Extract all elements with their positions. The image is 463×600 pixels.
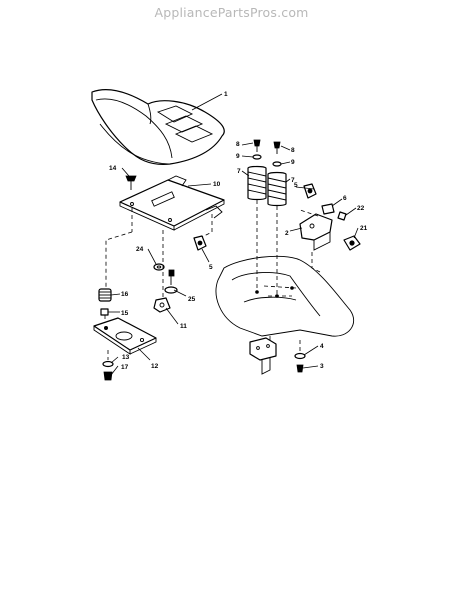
callout-labels: 1 2 3 4 5 5 6 7 7 8 8 9 9 10 11 12 13 14… — [109, 91, 368, 371]
callout-4: 4 — [320, 343, 324, 350]
seat-rail — [93, 317, 157, 381]
seat-hardware — [105, 208, 207, 313]
callout-6: 6 — [343, 195, 347, 202]
callout-5-lower: 5 — [209, 264, 213, 271]
callout-8-left: 8 — [236, 141, 240, 148]
callout-7-left: 7 — [237, 168, 241, 175]
callout-14: 14 — [109, 165, 117, 172]
callout-21: 21 — [360, 225, 368, 232]
site-watermark: AppliancePartsPros.com — [154, 5, 309, 20]
callout-2: 2 — [285, 230, 289, 237]
leader-lines — [108, 93, 359, 376]
callout-9-right: 9 — [291, 159, 295, 166]
spring-16 — [98, 288, 112, 322]
callout-11: 11 — [180, 323, 187, 330]
callout-8-right: 8 — [291, 147, 295, 154]
seat-pan — [119, 175, 225, 239]
callout-17: 17 — [121, 364, 129, 371]
callout-3: 3 — [320, 363, 324, 370]
callout-25: 25 — [188, 296, 196, 303]
seat — [91, 89, 225, 165]
bolt-14 — [125, 175, 137, 190]
bottom-bracket — [249, 336, 306, 375]
callout-5-upper: 5 — [294, 182, 298, 189]
tractor-frame — [215, 209, 355, 337]
callout-13: 13 — [122, 354, 130, 361]
callout-9-left: 9 — [236, 153, 240, 160]
callout-22: 22 — [357, 205, 365, 212]
callout-1: 1 — [224, 91, 228, 98]
callout-16: 16 — [121, 291, 129, 298]
callout-12: 12 — [151, 363, 159, 370]
callout-10: 10 — [213, 181, 221, 188]
callout-7-right: 7 — [291, 177, 295, 184]
right-hardware — [299, 183, 361, 251]
callout-24: 24 — [136, 246, 144, 253]
spring-left — [247, 139, 267, 292]
callout-15: 15 — [121, 310, 129, 317]
spring-right — [267, 141, 287, 296]
